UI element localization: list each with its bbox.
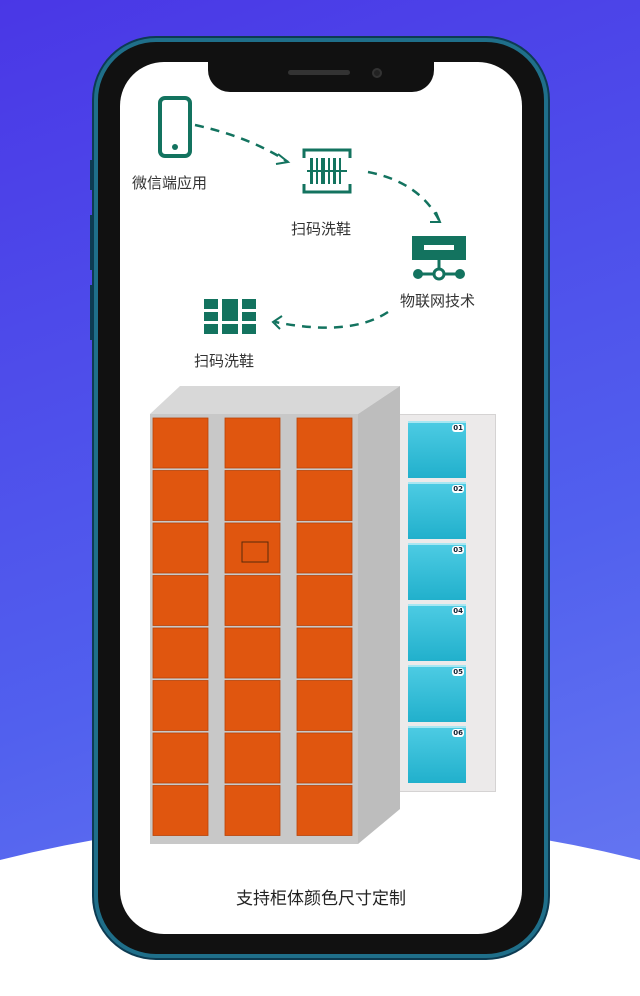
locker-door — [152, 732, 209, 784]
door-number: 02 — [452, 485, 464, 493]
locker-door — [224, 522, 281, 574]
flow-step-iot: 物联网技术 — [400, 292, 476, 310]
locker-door — [152, 522, 209, 574]
door-number: 01 — [452, 424, 464, 432]
phone-volume-up — [90, 215, 94, 270]
locker-door — [152, 680, 209, 731]
locker-door — [224, 732, 281, 784]
locker-door: 02 — [408, 482, 466, 539]
camera — [372, 68, 382, 78]
phone-mute-switch — [90, 160, 94, 190]
phone-notch — [208, 60, 434, 92]
locker-door: 01 — [408, 421, 466, 478]
locker-door — [224, 785, 281, 836]
locker-door — [152, 470, 209, 521]
locker-door — [296, 575, 353, 626]
blue-locker: 01 02 03 04 05 06 — [398, 414, 496, 792]
locker-door — [152, 785, 209, 836]
locker-door — [296, 417, 353, 469]
orange-locker — [150, 386, 400, 844]
locker-door — [224, 627, 281, 679]
locker-door — [224, 575, 281, 626]
barcode-scan-icon — [302, 148, 352, 194]
door-number: 05 — [452, 668, 464, 676]
locker-door — [296, 785, 353, 836]
phone-screen: 微信端应用 扫码洗鞋 物联网技术 扫码洗鞋 01 02 03 04 05 06 支持柜体颜… — [120, 60, 522, 934]
locker-grid-icon — [204, 299, 256, 334]
locker-door — [296, 627, 353, 679]
phone-power-button — [546, 250, 550, 340]
locker-door — [296, 680, 353, 731]
caption: 支持柜体颜色尺寸定制 — [236, 889, 406, 909]
locker-door — [296, 522, 353, 574]
speaker — [288, 70, 350, 75]
locker-door — [296, 732, 353, 784]
locker-door — [296, 470, 353, 521]
locker-door — [224, 417, 281, 469]
locker-door: 06 — [408, 726, 466, 783]
door-number: 04 — [452, 607, 464, 615]
locker-door — [224, 470, 281, 521]
flow-step-wechat: 微信端应用 — [132, 174, 208, 192]
smartphone-icon — [158, 96, 192, 158]
locker-door — [224, 680, 281, 731]
iot-network-icon — [412, 236, 466, 281]
flow-step-scan: 扫码洗鞋 — [291, 220, 352, 238]
phone-volume-down — [90, 285, 94, 340]
locker-door — [152, 627, 209, 679]
locker-door: 04 — [408, 604, 466, 661]
door-number: 06 — [452, 729, 464, 737]
locker-door: 05 — [408, 665, 466, 722]
flow-step-scan-wash: 扫码洗鞋 — [194, 352, 255, 370]
door-number: 03 — [452, 546, 464, 554]
locker-door — [152, 575, 209, 626]
phone-frame: 微信端应用 扫码洗鞋 物联网技术 扫码洗鞋 01 02 03 04 05 06 支持柜体颜… — [94, 38, 548, 958]
locker-door — [152, 417, 209, 469]
flow-arrows — [194, 123, 442, 330]
locker-door: 03 — [408, 543, 466, 600]
